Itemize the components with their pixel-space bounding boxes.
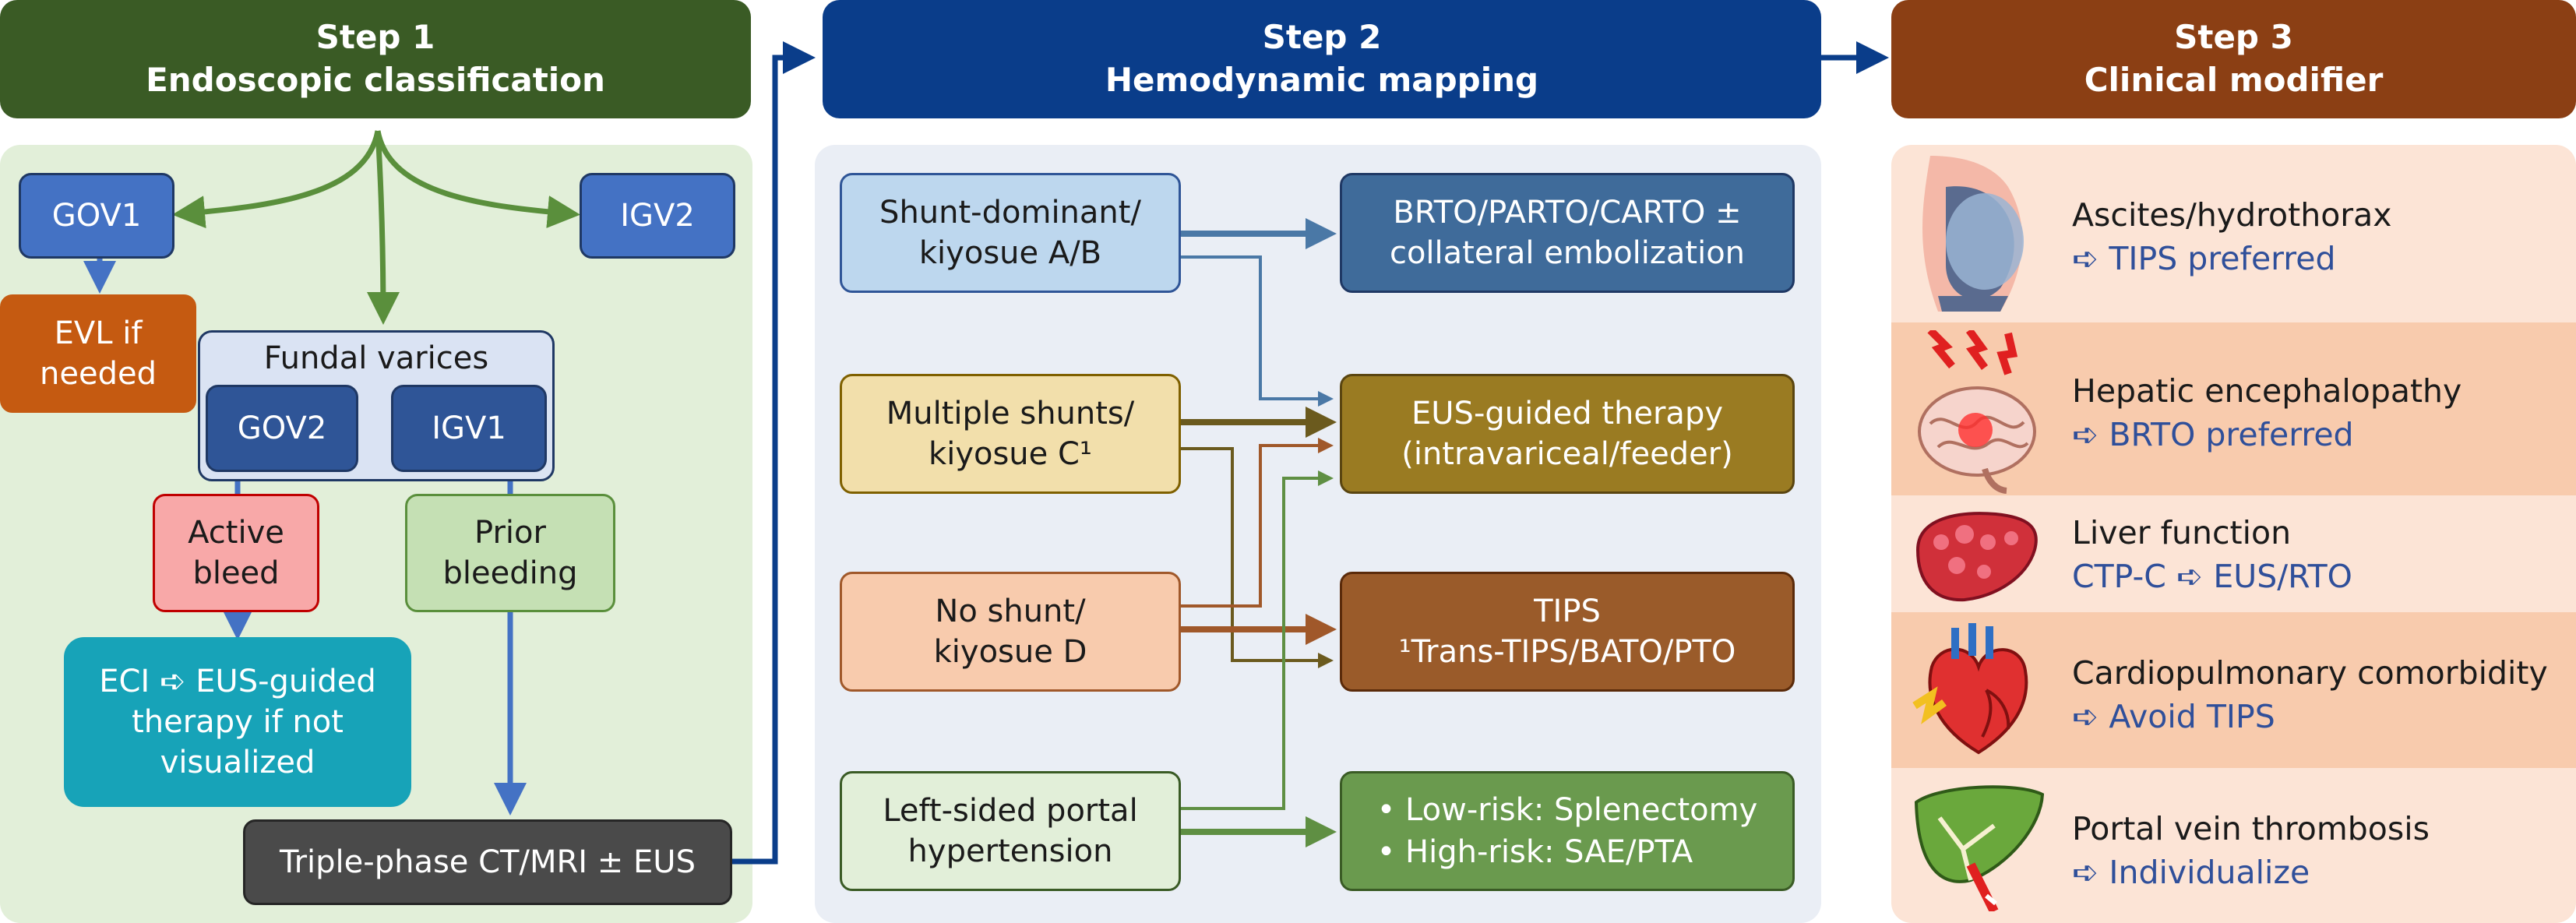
modifier-title: Ascites/hydrothorax: [2072, 196, 2392, 234]
modifier-portal-vein: Portal vein thrombosis ➪ Individualize: [1891, 768, 2576, 923]
multiple-shunts-node: Multiple shunts/ kiyosue C¹: [840, 374, 1181, 494]
imaging-node: Triple-phase CT/MRI ± EUS: [243, 819, 732, 905]
step1-header: Step 1 Endoscopic classification: [0, 0, 751, 118]
modifier-cardiopulmonary: Cardiopulmonary comorbidity ➪ Avoid TIPS: [1891, 612, 2576, 768]
step2-subtitle: Hemodynamic mapping: [1105, 61, 1539, 99]
portal-vein-icon: [1914, 785, 2045, 911]
modifier-title: Hepatic encephalopathy: [2072, 372, 2462, 410]
treatment-bullet-list: • Low-risk: Splenectomy • High-risk: SAE…: [1377, 789, 1758, 873]
brto-node: BRTO/PARTO/CARTO ± collateral embolizati…: [1340, 173, 1795, 293]
modifier-title: Cardiopulmonary comorbidity: [2072, 654, 2548, 692]
modifier-note: ➪ BRTO preferred: [2072, 416, 2354, 453]
fundal-varices-label: Fundal varices: [263, 340, 489, 376]
brain-icon: [1918, 330, 2036, 494]
heart-icon: [1912, 623, 2028, 755]
bullet-high-risk: High-risk: SAE/PTA: [1405, 834, 1693, 870]
left-sided-node: Left-sided portal hypertension: [840, 771, 1181, 891]
eci-node: ECI ➪ EUS-guided therapy if not visualiz…: [64, 637, 411, 807]
liver-icon: [1915, 512, 2038, 602]
step3-subtitle: Clinical modifier: [2084, 61, 2384, 99]
active-bleed-node: Active bleed: [153, 494, 319, 612]
ascites-icon: [1922, 156, 2024, 312]
igv1-node: IGV1: [391, 385, 547, 472]
evl-node: EVL if needed: [0, 294, 196, 413]
shunt-dominant-node: Shunt-dominant/ kiyosue A/B: [840, 173, 1181, 293]
step1-title: Step 1: [315, 18, 435, 57]
modifier-title: Portal vein thrombosis: [2072, 810, 2430, 847]
tips-label: TIPS: [1534, 594, 1601, 629]
bullet-item: • Low-risk: Splenectomy: [1376, 792, 1758, 828]
step3-header: Step 3 Clinical modifier: [1891, 0, 2576, 118]
igv2-node: IGV2: [580, 173, 735, 259]
step3-title: Step 3: [2174, 18, 2293, 57]
step2-title: Step 2: [1262, 18, 1382, 57]
modifier-title: Liver function: [2072, 514, 2292, 551]
bullet-low-risk: Low-risk: Splenectomy: [1405, 792, 1758, 828]
left-sided-treatment-node: • Low-risk: Splenectomy • High-risk: SAE…: [1340, 771, 1795, 891]
tips-node: TIPS ¹Trans-TIPS/BATO/PTO: [1340, 572, 1795, 692]
gov1-node: GOV1: [19, 173, 174, 259]
bullet-item: • High-risk: SAE/PTA: [1376, 834, 1693, 870]
modifier-note: ➪ Individualize: [2072, 854, 2310, 891]
modifier-note: ➪ TIPS preferred: [2072, 240, 2336, 277]
modifier-ascites: Ascites/hydrothorax ➪ TIPS preferred: [1891, 145, 2576, 322]
prior-bleeding-node: Prior bleeding: [405, 494, 615, 612]
tips-footnote: ¹Trans-TIPS/BATO/PTO: [1398, 634, 1736, 670]
modifier-encephalopathy: Hepatic encephalopathy ➪ BRTO preferred: [1891, 322, 2576, 495]
modifier-liver-function: Liver function CTP-C ➪ EUS/RTO: [1891, 495, 2576, 612]
step1-subtitle: Endoscopic classification: [146, 61, 605, 99]
no-shunt-node: No shunt/ kiyosue D: [840, 572, 1181, 692]
modifier-note: ➪ Avoid TIPS: [2072, 698, 2275, 735]
gov2-node: GOV2: [206, 385, 358, 472]
eus-therapy-node: EUS-guided therapy (intravariceal/feeder…: [1340, 374, 1795, 494]
modifier-note: CTP-C ➪ EUS/RTO: [2072, 558, 2352, 595]
step2-header: Step 2 Hemodynamic mapping: [823, 0, 1821, 118]
